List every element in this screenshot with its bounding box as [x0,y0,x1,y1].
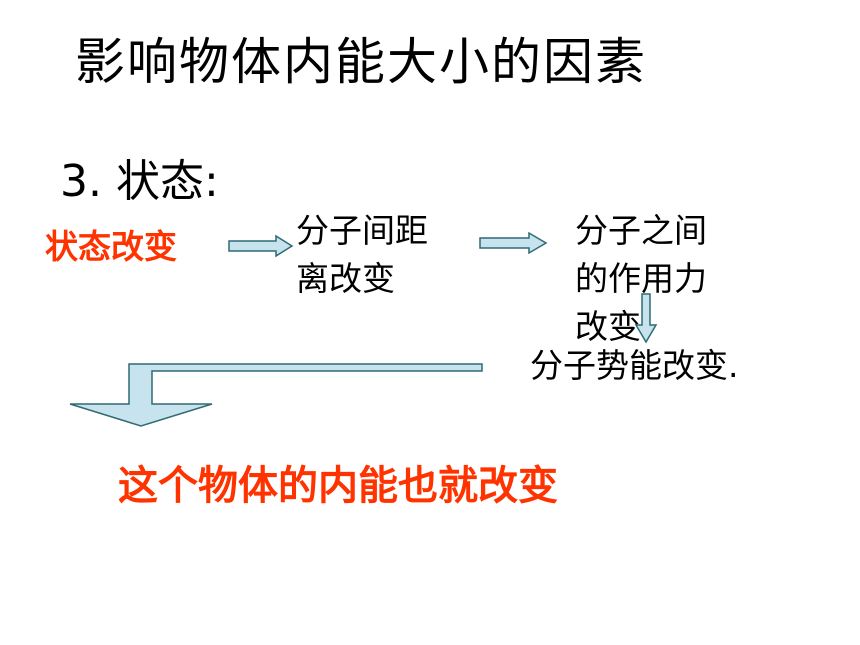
arrow-force-to-potential [634,293,658,344]
molecular-force-line-2: 的作用力 [575,259,707,298]
section-heading: 3. 状态: [60,156,219,207]
state-change-label: 状态改变 [45,227,177,266]
arrow-state-to-distance [228,234,294,258]
molecular-distance-line-1: 分子间距 [296,211,428,250]
molecular-force-line-3: 改变 [575,307,641,346]
arrow-distance-to-force [479,231,548,255]
molecular-force-text: 分子之间 的作用力 改变 [575,207,707,351]
molecular-distance-text: 分子间距 离改变 [296,207,428,303]
conclusion-text: 这个物体的内能也就改变 [118,463,558,509]
arrow-potential-to-result [69,363,483,427]
molecular-potential-energy-text: 分子势能改变. [530,346,739,385]
molecular-distance-line-2: 离改变 [296,259,395,298]
molecular-force-line-1: 分子之间 [575,211,707,250]
slide-title: 影响物体内能大小的因素 [75,33,647,91]
